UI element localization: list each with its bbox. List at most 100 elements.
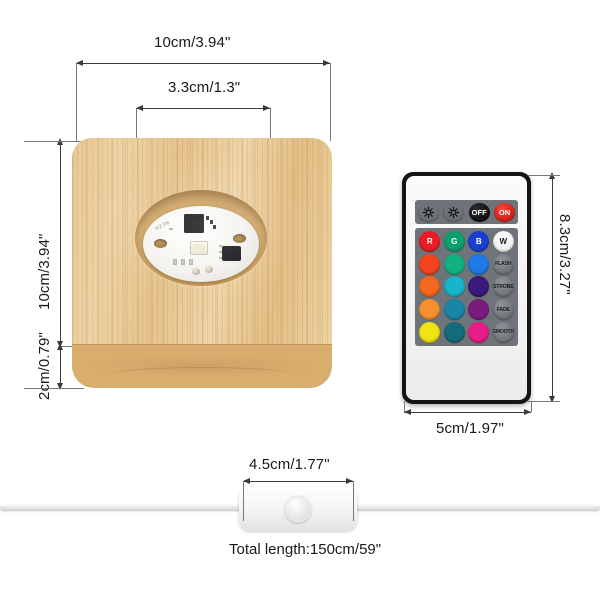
base-width-dimension-line: [76, 63, 330, 64]
remote-button-label: SMOOTH: [492, 329, 515, 336]
inline-power-switch[interactable]: [239, 487, 357, 531]
total-length-caption: Total length:150cm/59": [229, 541, 382, 558]
pcb-solder-joint-right: [205, 266, 213, 273]
wooden-lamp-base: HZ-06: [72, 138, 332, 388]
pcb-solder-joint-left: [192, 268, 200, 275]
remote-button-r[interactable]: R: [419, 231, 441, 253]
remote-button-label: B: [475, 237, 482, 247]
wood-top-face: HZ-06: [72, 138, 332, 346]
remote-button-color-r3c2[interactable]: [443, 276, 465, 298]
base-width-ext-left: [76, 63, 77, 141]
pcb-silkscreen-text: HZ-06: [154, 219, 171, 233]
remote-height-label: 8.3cm/3.27": [556, 214, 573, 295]
remote-button-off[interactable]: OFF: [468, 202, 490, 222]
pcb-ic-lead-c: [219, 257, 222, 259]
remote-width-ext-right: [531, 401, 532, 412]
led-pcb-module: HZ-06: [143, 206, 259, 282]
remote-button-strobe[interactable]: STROBE: [492, 276, 514, 298]
sun-icon: [448, 206, 460, 218]
remote-button-smooth[interactable]: SMOOTH: [492, 321, 515, 343]
remote-button-label: R: [426, 237, 433, 247]
pcb-pin-3: [213, 225, 216, 229]
remote-button-color-r3c3[interactable]: [468, 276, 490, 298]
base-width-arrow-right: [323, 60, 330, 66]
base-width-label: 10cm/3.94": [154, 34, 231, 51]
recess-width-arrow-left: [136, 105, 143, 111]
pcb-mount-hole-left: [154, 239, 167, 248]
pcb-pad-4: [169, 228, 173, 230]
remote-color-pad: R G B W FLASH STROBE FADE SMOOTH: [415, 228, 518, 346]
remote-button-b[interactable]: B: [468, 231, 490, 253]
remote-width-ext-left: [404, 401, 405, 412]
remote-button-color-r5c1[interactable]: [419, 321, 441, 343]
remote-button-label: OFF: [471, 207, 487, 217]
remote-height-ext-bottom: [528, 401, 560, 402]
pcb-pin-2: [210, 220, 213, 224]
remote-button-label: STROBE: [493, 283, 514, 290]
pcb-ic-lead-a: [219, 245, 222, 247]
pcb-pad-2: [181, 259, 185, 265]
base-depth-label: 10cm/3.94": [36, 233, 53, 310]
remote-button-label: G: [451, 237, 458, 247]
remote-button-color-r4c2[interactable]: [443, 299, 465, 321]
recess-width-dimension-line: [136, 108, 270, 109]
base-height-dimension-line: [60, 346, 61, 388]
remote-power-row: OFF ON: [415, 200, 518, 224]
pcb-pin-1: [206, 216, 209, 220]
base-height-label: 2cm/0.79": [36, 332, 53, 400]
switch-width-ext-left: [243, 481, 244, 521]
remote-button-color-r4c3[interactable]: [468, 299, 490, 321]
remote-width-arrow-left: [404, 409, 411, 415]
rgb-led-chip: [190, 241, 208, 255]
pcb-mount-hole-right: [233, 234, 246, 243]
base-height-arrow-up: [57, 343, 63, 350]
remote-button-color-r3c1[interactable]: [419, 276, 441, 298]
base-depth-ext-top: [24, 141, 84, 142]
base-height-ext-bottom: [24, 388, 84, 389]
pcb-connector-block: [184, 214, 204, 233]
circular-recess: HZ-06: [135, 190, 267, 286]
remote-button-label: W: [499, 237, 508, 247]
remote-button-w[interactable]: W: [492, 231, 514, 253]
remote-button-grid: R G B W FLASH STROBE FADE SMOOTH: [418, 231, 515, 343]
base-height-arrow-down: [57, 383, 63, 390]
remote-button-color-r5c2[interactable]: [443, 321, 465, 343]
remote-height-ext-top: [528, 175, 560, 176]
remote-button-flash[interactable]: FLASH: [492, 253, 514, 275]
remote-button-color-r2c3[interactable]: [468, 253, 490, 275]
remote-button-color-r2c1[interactable]: [419, 253, 441, 275]
remote-height-arrow-down: [549, 396, 555, 403]
pcb-pad-3: [189, 259, 193, 265]
switch-button[interactable]: [284, 495, 312, 523]
base-width-ext-right: [330, 63, 331, 141]
recess-width-arrow-right: [263, 105, 270, 111]
switch-width-arrow-left: [243, 478, 250, 484]
wood-front-edge: [72, 344, 332, 388]
remote-button-g[interactable]: G: [443, 231, 465, 253]
remote-width-label: 5cm/1.97": [436, 420, 504, 437]
remote-button-brightness-down[interactable]: [443, 203, 464, 222]
remote-button-color-r4c1[interactable]: [419, 299, 441, 321]
pcb-ic-lead-b: [219, 251, 222, 253]
switch-width-label: 4.5cm/1.77": [249, 456, 330, 473]
remote-width-arrow-right: [524, 409, 531, 415]
remote-button-fade[interactable]: FADE: [492, 299, 514, 321]
pcb-driver-ic: [222, 246, 241, 261]
pcb-pad-1: [173, 259, 177, 265]
remote-button-on[interactable]: ON: [493, 202, 515, 222]
remote-button-label: FLASH: [495, 261, 512, 268]
switch-width-dimension-line: [243, 481, 353, 482]
sun-icon: [422, 206, 435, 218]
base-depth-dimension-line: [60, 141, 61, 346]
remote-button-color-r2c2[interactable]: [443, 253, 465, 275]
rgb-remote-control[interactable]: OFF ON R G B W FLASH STROBE FADE SMOOTH: [402, 172, 531, 404]
remote-button-brightness-up[interactable]: [418, 203, 439, 222]
remote-faceplate: OFF ON R G B W FLASH STROBE FADE SMOOTH: [406, 176, 527, 400]
recess-width-label: 3.3cm/1.3": [168, 79, 241, 96]
base-width-arrow-left: [76, 60, 83, 66]
switch-width-ext-right: [353, 481, 354, 521]
remote-button-label: FADE: [496, 306, 510, 313]
remote-button-color-r5c3[interactable]: [468, 321, 490, 343]
remote-button-label: ON: [498, 207, 511, 217]
